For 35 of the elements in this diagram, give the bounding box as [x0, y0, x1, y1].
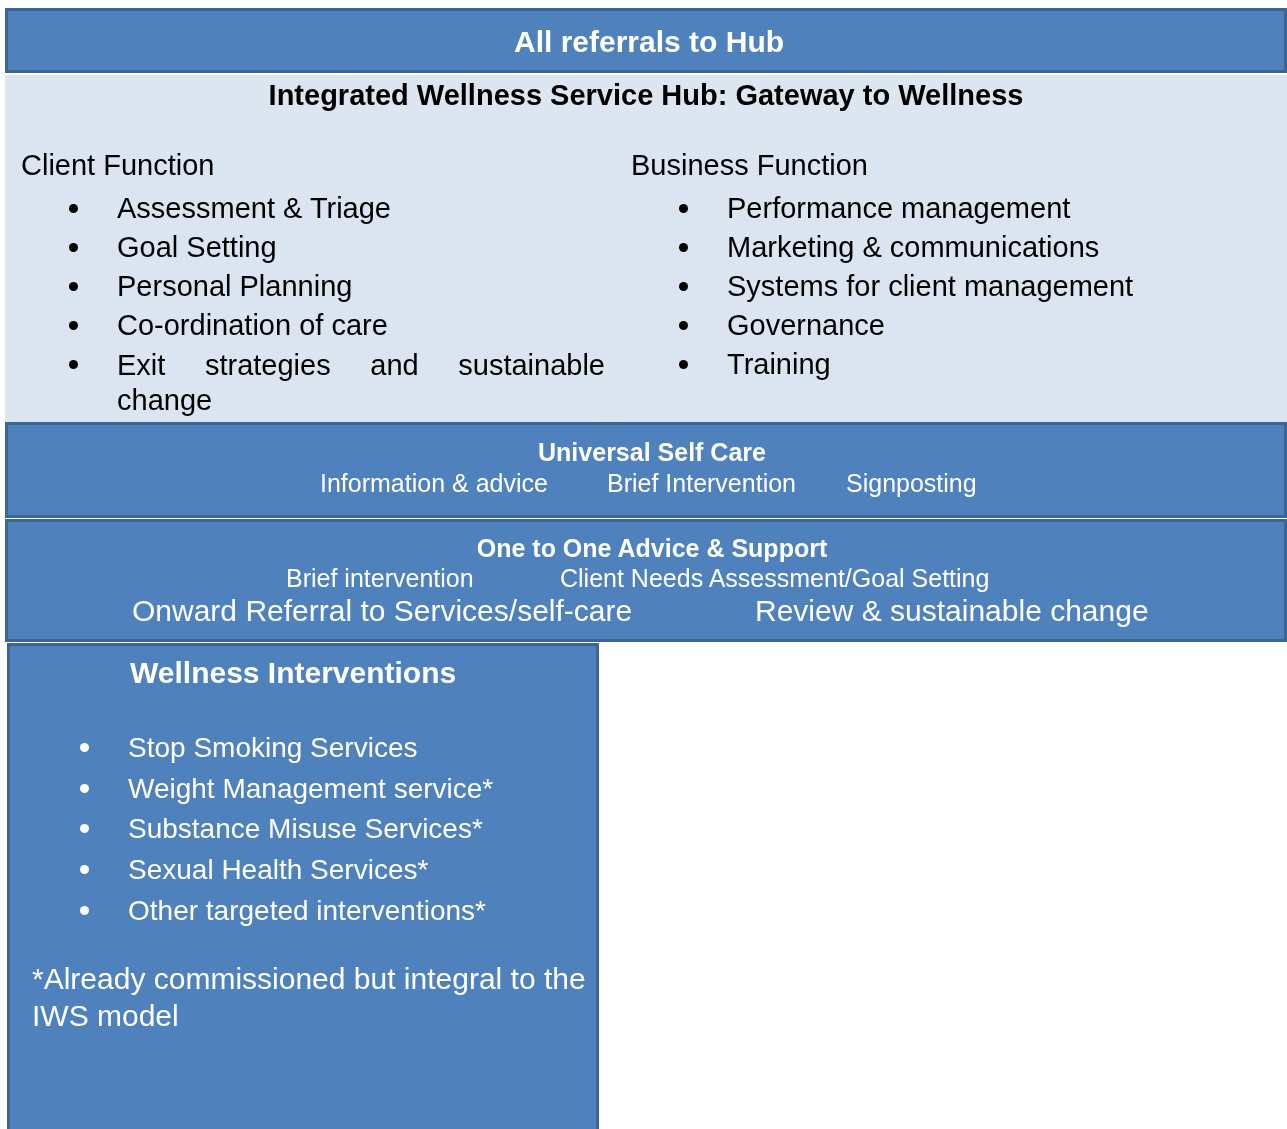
heading: Client Function: [21, 149, 215, 183]
list-item: Stop Smoking Services: [128, 732, 418, 765]
heading: All referrals to Hub: [512, 25, 786, 60]
heading: Business Function: [631, 149, 868, 183]
label-text: Client Needs Assessment/Goal Setting: [560, 564, 990, 593]
list-item: Systems for client management: [727, 270, 1134, 304]
list-item: Marketing & communications: [727, 231, 1100, 265]
list-item: Co-ordination of care: [117, 309, 388, 343]
list-item: Substance Misuse Services*: [128, 813, 483, 846]
list-item: Sexual Health Services*: [128, 854, 429, 887]
list-item: Other targeted interventions*: [128, 895, 486, 928]
list-item: Governance: [727, 309, 885, 343]
service-band: [5, 422, 1287, 518]
label-text: *Already commissioned but integral to the IWS model: [32, 961, 587, 1034]
heading: Integrated Wellness Service Hub: Gateway to Wellness: [267, 79, 1025, 113]
label-text: Onward Referral to Services/self-care: [132, 594, 633, 629]
interventions-panel: [7, 643, 599, 1129]
label-text: Information & advice: [320, 469, 548, 498]
list-item: Performance management: [727, 192, 1071, 226]
list-item: Weight Management service*: [128, 773, 494, 806]
label-text: Brief Intervention: [607, 469, 796, 498]
label-text: Review & sustainable change: [755, 594, 1149, 629]
heading: Wellness Interventions: [130, 656, 457, 691]
hub-panel: [5, 75, 1287, 422]
service-band: [5, 519, 1287, 642]
list-item: Assessment & Triage: [117, 192, 391, 226]
list-item: Goal Setting: [117, 231, 277, 265]
list-item: Personal Planning: [117, 270, 353, 304]
header-band: [5, 8, 1287, 73]
heading: Universal Self Care: [537, 438, 767, 467]
label-text: Signposting: [846, 469, 977, 498]
label-text: Brief intervention: [286, 564, 474, 593]
list-item: Training: [727, 348, 831, 382]
list-item: Exit strategies and sustainable change: [117, 348, 605, 419]
heading: One to One Advice & Support: [475, 534, 829, 563]
